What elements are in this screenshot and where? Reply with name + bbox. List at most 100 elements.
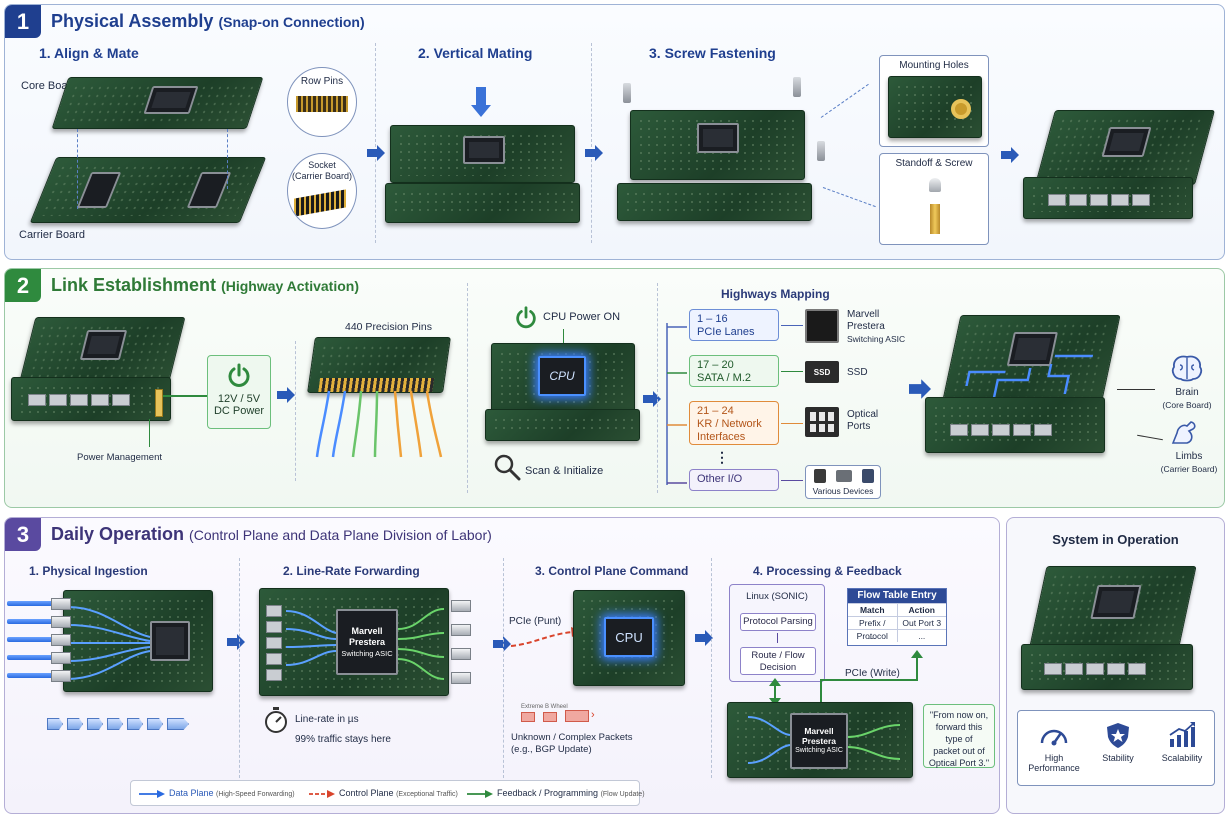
punt-arrow xyxy=(510,627,581,647)
core-board-image xyxy=(51,77,264,129)
limbs-label: Limbs (Carrier Board) xyxy=(1160,451,1218,474)
forwarding-streams xyxy=(285,608,445,680)
optical-ports-label: Optical Ports xyxy=(847,409,879,432)
feature-stability: Stability xyxy=(1088,721,1148,763)
power-connector xyxy=(155,389,163,417)
flow-arrow-icon xyxy=(277,387,295,403)
screw-icon xyxy=(793,77,801,97)
mated-carrier-board xyxy=(385,183,580,223)
physical-assembly-panel: 1 Physical Assembly (Snap-on Connection)… xyxy=(4,4,1225,260)
feedback-board: Marvell Prestera Switching ASIC xyxy=(727,702,913,778)
scan-initialize-label: Scan & Initialize xyxy=(525,465,604,477)
carrier-board-image xyxy=(29,157,267,223)
core-board-label: Core Board xyxy=(21,80,78,92)
packet-icon xyxy=(107,718,123,730)
socket-zoom: Socket (Carrier Board) xyxy=(287,153,357,229)
flow-arrow-icon xyxy=(493,636,511,652)
growth-chart-icon xyxy=(1169,722,1195,747)
printer-icon xyxy=(836,470,852,482)
power-management-label: Power Management xyxy=(77,452,163,463)
network-cable xyxy=(7,637,63,642)
signal-streams xyxy=(315,390,443,458)
packet-icon xyxy=(147,718,163,730)
highway-traces xyxy=(965,354,1094,398)
flow-arrow-icon xyxy=(227,634,245,650)
sfp-module xyxy=(51,634,71,646)
various-devices-box: Various Devices xyxy=(805,465,881,499)
step-divider xyxy=(657,283,658,493)
packet-icon xyxy=(87,718,103,730)
network-cable xyxy=(7,673,63,678)
network-cable xyxy=(7,655,63,660)
mapping-line xyxy=(781,480,803,481)
packet-tag: B Wheel xyxy=(545,704,568,710)
brain-icon xyxy=(1171,355,1203,382)
cpu-chip: CPU xyxy=(604,617,654,657)
highways-mapping-title: Highways Mapping xyxy=(721,287,830,301)
standoff-screw-zoom: Standoff & Screw xyxy=(879,153,989,245)
rj45-ports xyxy=(266,605,284,681)
legend-data-plane: Data Plane (High-Speed Forwarding) xyxy=(169,788,295,798)
asic-chip-icon xyxy=(805,309,839,343)
step-forwarding-title: 2. Line-Rate Forwarding xyxy=(283,564,420,578)
forwarding-board: Marvell Prestera Switching ASIC xyxy=(259,588,449,696)
alignment-guide xyxy=(227,129,228,189)
cpu-power-on-label: CPU Power ON xyxy=(543,311,621,323)
step-control-title: 3. Control Plane Command xyxy=(535,564,689,578)
section-number: 2 xyxy=(5,269,41,302)
socket-chip xyxy=(76,172,122,208)
route-decision-box: Route / Flow Decision xyxy=(740,647,816,675)
data-plane-legend-arrow xyxy=(139,790,165,798)
zoom-guide xyxy=(822,187,876,208)
section-title: System in Operation xyxy=(1052,532,1179,547)
dc-power-box: 12V / 5V DC Power xyxy=(207,355,271,429)
activated-carrier xyxy=(925,397,1105,453)
highway-branches xyxy=(666,323,687,485)
cpu-carrier xyxy=(485,409,640,441)
carrier-board-label: Carrier Board xyxy=(19,229,86,241)
asic-chip: Marvell Prestera Switching ASIC xyxy=(336,609,398,675)
sfp-module xyxy=(51,670,71,682)
highway-kr-network: 21 – 24 KR / Network Interfaces xyxy=(689,401,779,445)
pcie-write-label: PCIe (Write) xyxy=(845,668,900,679)
more-lanes-ellipsis: ⋮ xyxy=(715,449,729,465)
mapping-line xyxy=(781,371,803,372)
highway-sata: 17 – 20 SATA / M.2 xyxy=(689,355,779,387)
feedback-streams xyxy=(747,716,901,764)
callout-line xyxy=(1117,389,1155,390)
feedback-legend-arrow xyxy=(467,790,493,798)
packet-icon xyxy=(47,718,63,730)
section-number: 1 xyxy=(5,5,41,38)
ssd-icon: SSD xyxy=(805,361,839,383)
pcie-punt-label: PCIe (Punt) xyxy=(509,616,562,627)
step-divider xyxy=(467,283,468,493)
mapping-line xyxy=(781,423,803,424)
sfp-module xyxy=(451,648,471,660)
step-screw-title: 3. Screw Fastening xyxy=(649,45,776,61)
legend-control-plane: Control Plane (Exceptional Traffic) xyxy=(339,788,458,798)
zoom-guide xyxy=(820,83,869,118)
sfp-module xyxy=(451,624,471,636)
ingestion-board xyxy=(63,590,213,692)
shield-star-icon xyxy=(1107,723,1129,748)
flow-arrow-icon xyxy=(1001,147,1019,163)
cpu-chip xyxy=(143,86,199,114)
unknown-packets-label: Unknown / Complex Packets (e.g., BGP Upd… xyxy=(511,732,633,755)
sfp-module xyxy=(51,652,71,664)
step-divider xyxy=(239,558,240,778)
brain-label: Brain (Core Board) xyxy=(1162,387,1212,410)
packet-icon xyxy=(127,718,143,730)
link-establishment-panel: 2 Link Establishment (Highway Activation… xyxy=(4,268,1225,508)
asic-chip: Marvell Prestera Switching ASIC xyxy=(790,713,848,769)
section-title: Daily Operation (Control Plane and Data … xyxy=(51,524,492,544)
screw-icon xyxy=(623,83,631,103)
activated-board xyxy=(941,315,1121,405)
asic-label: Marvell Prestera Switching ASIC xyxy=(847,309,906,344)
ssd-label: SSD xyxy=(847,367,868,378)
sfp-module xyxy=(451,600,471,612)
highway-other-io: Other I/O xyxy=(689,469,779,491)
magnifier-icon xyxy=(494,454,521,481)
step-align-title: 1. Align & Mate xyxy=(39,45,139,61)
